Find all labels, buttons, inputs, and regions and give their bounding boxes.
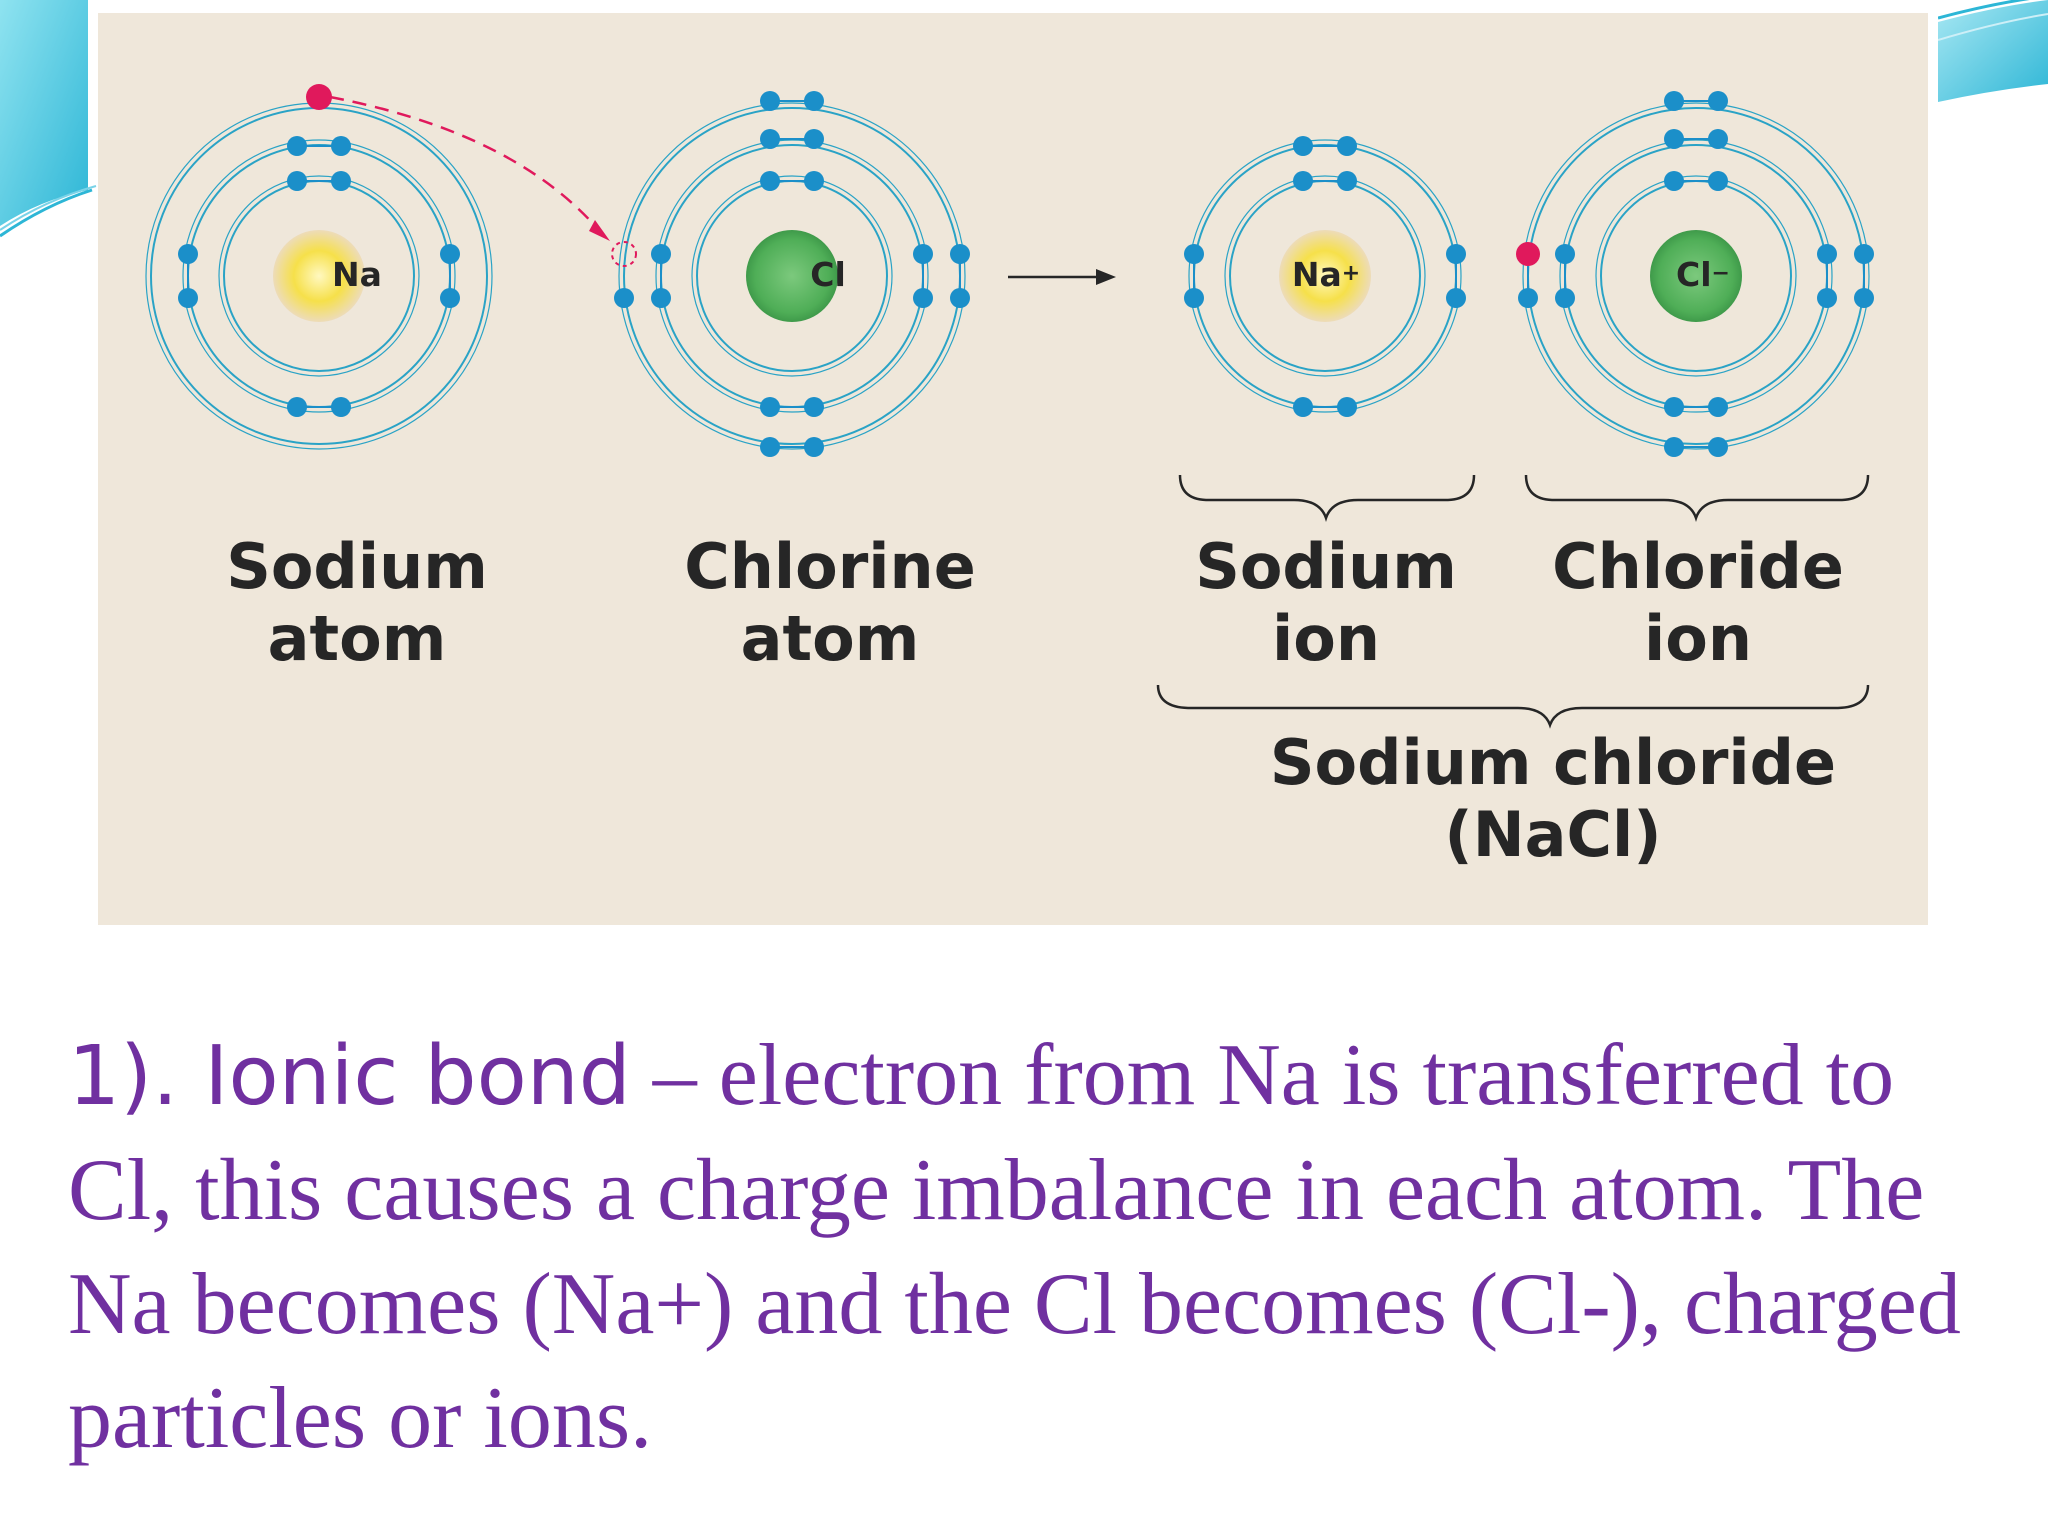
- electron: [1854, 244, 1874, 264]
- electron: [1708, 437, 1728, 457]
- electron: [1664, 171, 1684, 191]
- electron: [1664, 129, 1684, 149]
- chlorine-atom-label: Chlorine atom: [684, 530, 976, 675]
- transferred-electron: [306, 84, 332, 110]
- caption-term: 1). Ionic bond: [68, 1029, 631, 1124]
- chlorine-atom-orbit: [618, 102, 966, 450]
- electron: [760, 171, 780, 191]
- electron: [1708, 397, 1728, 417]
- sodium-ion-orbit: [1188, 139, 1462, 413]
- chlorine-atom-nucleus: [746, 230, 838, 322]
- electron: [178, 288, 198, 308]
- chloride-ion-brace: [1524, 474, 1870, 522]
- chloride-ion-nucleus: [1650, 230, 1742, 322]
- electron: [331, 397, 351, 417]
- caption-explanation: – electron from Na is transferred to Cl,…: [68, 1027, 1961, 1467]
- electron: [1293, 136, 1313, 156]
- sodium-atom-orbit: [218, 175, 420, 377]
- electron: [1337, 397, 1357, 417]
- electron: [1708, 91, 1728, 111]
- electron: [1708, 129, 1728, 149]
- electron: [950, 288, 970, 308]
- electron: [331, 171, 351, 191]
- sodium-ion-label: Sodium ion: [1195, 530, 1457, 675]
- electron: [287, 171, 307, 191]
- slide-corner-decoration-left: [0, 0, 97, 238]
- electron: [1184, 244, 1204, 264]
- electron: [760, 129, 780, 149]
- chloride-ion-label: Chloride ion: [1552, 530, 1844, 675]
- sodium-atom-nucleus: [273, 230, 365, 322]
- electron: [804, 397, 824, 417]
- electron: [1293, 171, 1313, 191]
- electron: [1817, 288, 1837, 308]
- sodium-ion-nucleus: [1279, 230, 1371, 322]
- electron: [651, 288, 671, 308]
- electron: [287, 397, 307, 417]
- electron-transfer-arrowhead: [589, 220, 610, 241]
- electron: [804, 437, 824, 457]
- sodium-atom-orbit: [182, 139, 456, 413]
- chloride-ion-symbol: Cl−: [1676, 255, 1730, 294]
- electron: [331, 136, 351, 156]
- slide-caption: 1). Ionic bond – electron from Na is tra…: [68, 1018, 1968, 1475]
- electron: [1337, 136, 1357, 156]
- sodium-ion-orbit: [1224, 175, 1426, 377]
- electron: [440, 244, 460, 264]
- sodium-ion-symbol: Na+: [1291, 255, 1361, 294]
- electron: [804, 91, 824, 111]
- electron: [760, 91, 780, 111]
- electron: [760, 397, 780, 417]
- electron: [1293, 397, 1313, 417]
- electron: [1518, 288, 1538, 308]
- electron: [614, 288, 634, 308]
- electron: [440, 288, 460, 308]
- electron: [1664, 397, 1684, 417]
- chloride-ion-orbit: [1595, 175, 1797, 377]
- electron: [1446, 244, 1466, 264]
- electron: [1664, 437, 1684, 457]
- electron: [1854, 288, 1874, 308]
- electron: [1817, 244, 1837, 264]
- electron: [1446, 288, 1466, 308]
- electron: [804, 129, 824, 149]
- electron: [1555, 244, 1575, 264]
- chlorine-atom-orbit: [691, 175, 893, 377]
- electron: [287, 136, 307, 156]
- sodium-atom-label: Sodium atom: [226, 530, 488, 675]
- electron: [1708, 171, 1728, 191]
- electron: [178, 244, 198, 264]
- reaction-arrowhead: [1096, 269, 1116, 285]
- electron: [913, 244, 933, 264]
- electron: [651, 244, 671, 264]
- electron-shell-drawing: [145, 84, 1874, 729]
- ionic-bond-diagram: Na Cl Na+ Cl− Sodium atom Chlorine atom …: [98, 13, 1928, 925]
- sodium-atom-symbol: Na: [332, 255, 382, 294]
- chloride-ion-orbit: [1522, 102, 1870, 450]
- electron: [1184, 288, 1204, 308]
- electron-transfer-arrow: [329, 95, 604, 236]
- chlorine-atom-symbol: Cl: [810, 255, 846, 294]
- gained-electron: [1516, 242, 1540, 266]
- electron: [804, 171, 824, 191]
- sodium-chloride-label: Sodium chloride (NaCl): [1269, 726, 1837, 871]
- electron: [1555, 288, 1575, 308]
- electron: [1664, 91, 1684, 111]
- electron-vacancy: [611, 241, 637, 267]
- electron: [913, 288, 933, 308]
- electron: [950, 244, 970, 264]
- electron: [1337, 171, 1357, 191]
- slide-corner-decoration-right: [1938, 0, 2048, 102]
- electron: [760, 437, 780, 457]
- sodium-ion-brace: [1178, 474, 1476, 522]
- sodium-chloride-brace: [1156, 684, 1870, 729]
